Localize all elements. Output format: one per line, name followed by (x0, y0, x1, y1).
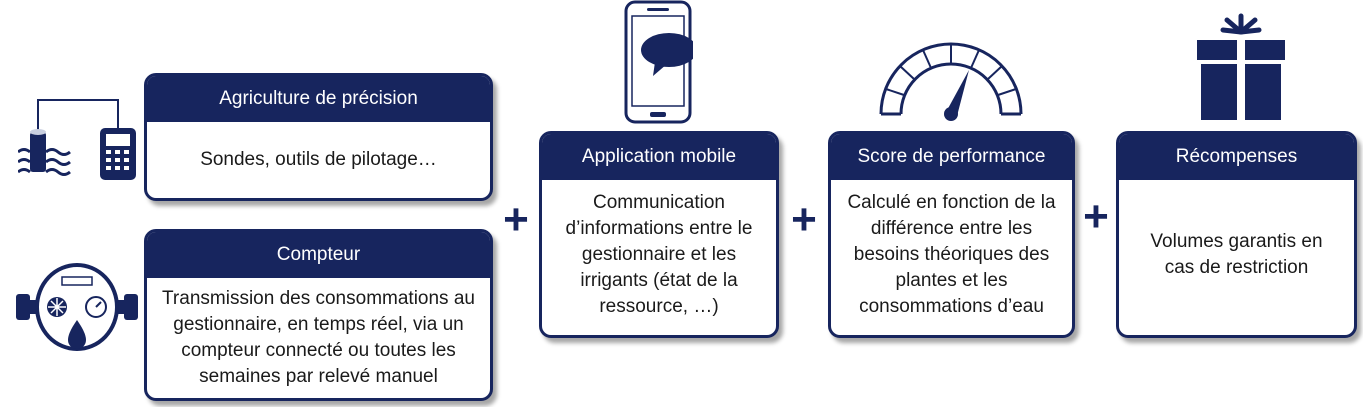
card-recompenses: Récompenses Volumes garantis en cas de r… (1116, 131, 1357, 338)
water-meter-icon (16, 263, 138, 351)
card-score-performance: Score de performance Calculé en fonction… (828, 131, 1075, 338)
gift-box-icon (1197, 13, 1285, 120)
card-title: Score de performance (831, 134, 1072, 180)
card-compteur: Compteur Transmission des consommations … (144, 229, 493, 401)
card-body-text: Volumes garantis en cas de restriction (1150, 231, 1323, 278)
card-application-mobile: Application mobile Communication d’infor… (539, 131, 779, 338)
card-body: Transmission des consommations au gestio… (147, 278, 490, 398)
card-title: Compteur (147, 232, 490, 278)
card-body-text: Communication d’informations entre le ge… (565, 192, 753, 317)
speedometer-gauge-icon (879, 42, 1023, 121)
card-body: Sondes, outils de pilotage… (147, 122, 490, 198)
card-body-text: Sondes, outils de pilotage… (200, 149, 437, 170)
card-body: Calculé en fonction de la différence ent… (831, 180, 1072, 330)
card-body: Volumes garantis en cas de restriction (1119, 180, 1354, 330)
card-title: Agriculture de précision (147, 76, 490, 122)
card-title: Récompenses (1119, 134, 1354, 180)
water-probe-icon (18, 99, 136, 180)
card-body: Communication d’informations entre le ge… (542, 180, 776, 330)
card-agriculture-precision: Agriculture de précision Sondes, outils … (144, 73, 493, 201)
card-body-text: Calculé en fonction de la différence ent… (847, 192, 1056, 317)
smartphone-chat-icon (624, 0, 693, 124)
card-title: Application mobile (542, 134, 776, 180)
plus-operator: + (791, 195, 817, 244)
plus-operator: + (503, 195, 529, 244)
plus-operator: + (1083, 192, 1109, 241)
card-body-text: Transmission des consommations au gestio… (162, 288, 475, 387)
